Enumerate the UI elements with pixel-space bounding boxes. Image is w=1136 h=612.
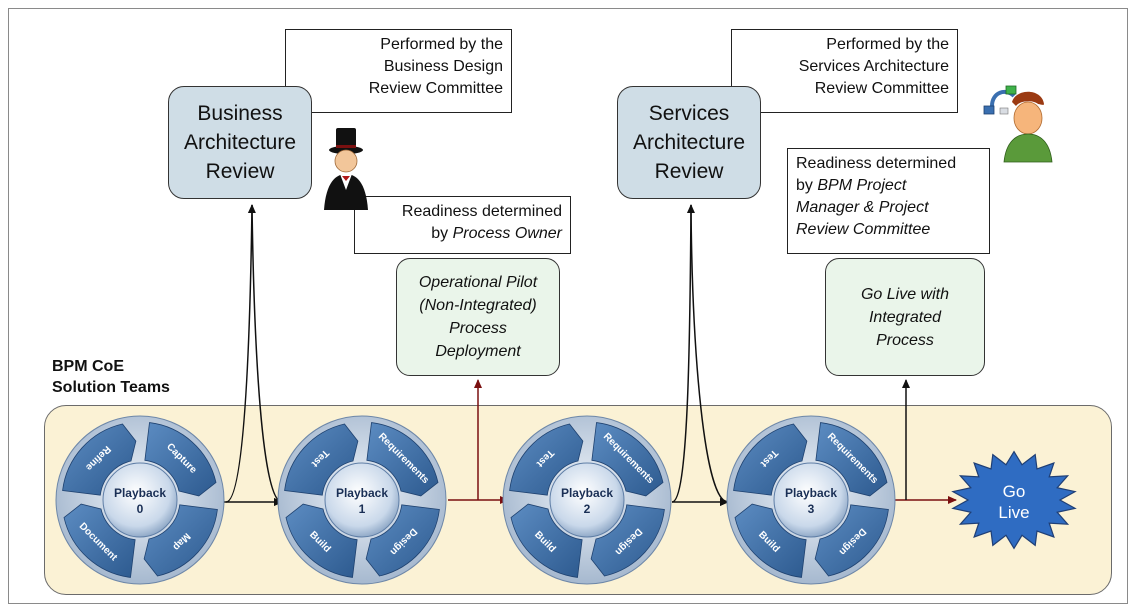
note-readiness-pm: Readiness determined by BPM Project Mana… (787, 148, 990, 254)
playback-0-segment-3 (63, 503, 136, 578)
playback-3-hub-label-1: Playback (785, 486, 837, 500)
go-live-star: Go Live (951, 450, 1077, 550)
diagram-frame (8, 8, 1128, 604)
playback-1-hub (324, 462, 400, 538)
playback-1-segment-2 (365, 504, 440, 577)
playback-1-hub-label-1: Playback (336, 486, 388, 500)
integration-developer-icon (983, 85, 1053, 163)
top-hat-figure-icon (324, 128, 368, 210)
playback-3-segment-2 (814, 504, 889, 577)
playback-3-hub (773, 462, 849, 538)
playback-3-segment-1 (815, 422, 888, 497)
flow-line-to-business-review (225, 204, 256, 503)
playback-3-hub-label-2: 3 (808, 502, 815, 516)
playback-2-hub-label-1: Playback (561, 486, 613, 500)
playback-0-hub-label-2: 0 (137, 502, 144, 516)
playback-2-hub (549, 462, 625, 538)
playback-3-segment-3 (734, 503, 807, 578)
playback-0-segment-1 (144, 422, 217, 497)
playback-1-segment-1 (366, 422, 439, 497)
playback-1-segment-4 (284, 423, 359, 496)
playback-2-segment-2 (590, 504, 665, 577)
playback-0-segment-4 (62, 423, 137, 496)
note-readiness-owner: Readiness determined by Process Owner (354, 196, 571, 254)
playback-0-hub-label-1: Playback (114, 486, 166, 500)
flow-line-from-business-review (251, 204, 283, 506)
go-live-star-line1: Go (1003, 482, 1026, 501)
playback-2-hub-label-2: 2 (584, 502, 591, 516)
playback-2-segment-1 (591, 422, 664, 497)
playback-1-segment-3 (285, 503, 358, 578)
business-architecture-review-box: Business Architecture Review (168, 86, 312, 199)
playback-1-hub-label-2: 1 (359, 502, 366, 516)
services-architecture-review-box: Services Architecture Review (617, 86, 761, 199)
note-performed-services: Performed by the Services Architecture R… (731, 29, 958, 113)
playback-2-segment-3 (510, 503, 583, 578)
note-performed-business: Performed by the Business Design Review … (285, 29, 512, 113)
playback-2-segment-4 (509, 423, 584, 496)
go-live-integrated-box: Go Live with Integrated Process (825, 258, 985, 376)
solution-teams-label: BPM CoE Solution Teams (52, 358, 170, 396)
playback-0-segment-2 (143, 504, 218, 577)
playback-0-hub (102, 462, 178, 538)
playback-3-segment-4 (733, 423, 808, 496)
operational-pilot-box: Operational Pilot (Non-Integrated) Proce… (396, 258, 560, 376)
go-live-star-line2: Live (998, 503, 1029, 522)
flow-line-to-services-review (671, 204, 695, 503)
flow-line-from-services-review (690, 204, 729, 506)
